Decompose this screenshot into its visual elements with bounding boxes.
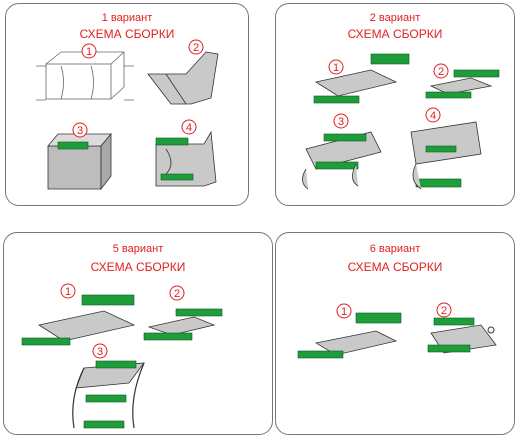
v5-step1 xyxy=(21,294,136,346)
v5-step-2-label: 2 xyxy=(174,288,180,300)
v2-step-1-label: 1 xyxy=(333,62,339,74)
v1-step2-bracket xyxy=(147,51,219,105)
v2-step4 xyxy=(410,121,482,190)
v6-step-2-label: 2 xyxy=(441,305,447,317)
variant-5-panel: 5 вариант СХЕМА СБОРКИ 1 2 3 xyxy=(3,232,273,435)
variant-6-subtitle: СХЕМА СБОРКИ xyxy=(347,260,443,274)
v2-step3 xyxy=(302,131,382,190)
v1-step4-assembly xyxy=(155,130,217,187)
variant-2-title: 2 вариант xyxy=(369,12,421,24)
v5-step-markers: 1 2 3 xyxy=(60,283,185,359)
variant-1-subtitle: СХЕМА СБОРКИ xyxy=(79,27,175,41)
v6-step1 xyxy=(297,312,402,359)
variant-2-panel: 2 вариант СХЕМА СБОРКИ 1 2 xyxy=(275,3,515,206)
v2-step1 xyxy=(313,53,410,104)
v2-step-4-label: 4 xyxy=(430,110,436,122)
variant-6-title: 6 вариант xyxy=(369,243,421,255)
v5-step-1-label: 1 xyxy=(65,286,71,298)
v6-step2 xyxy=(427,317,497,354)
variant-1-panel: 1 вариант СХЕМА СБОРКИ xyxy=(5,3,249,206)
v5-step3 xyxy=(72,360,145,429)
v1-step3-box xyxy=(47,132,112,191)
v2-step2 xyxy=(425,69,500,99)
v6-step-markers: 1 2 xyxy=(336,302,452,319)
v1-step-1-label: 1 xyxy=(86,46,92,58)
v2-step-2-label: 2 xyxy=(438,66,444,78)
v1-step-markers: 1 2 3 4 xyxy=(72,39,204,138)
variant-6-panel: 6 вариант СХЕМА СБОРКИ 1 2 xyxy=(275,232,515,435)
variant-2-subtitle: СХЕМА СБОРКИ xyxy=(347,27,443,41)
variant-2-diagram: 1 2 3 4 xyxy=(302,53,500,190)
v2-step-3-label: 3 xyxy=(338,116,344,128)
v2-step-markers: 1 2 3 4 xyxy=(328,59,449,129)
v1-step-3-label: 3 xyxy=(77,125,83,137)
variant-5-title: 5 вариант xyxy=(112,243,164,255)
v6-step-1-label: 1 xyxy=(341,306,347,318)
variant-5-diagram: 1 2 3 xyxy=(21,283,223,429)
variant-5-subtitle: СХЕМА СБОРКИ xyxy=(90,260,186,274)
v1-step-2-label: 2 xyxy=(193,42,199,54)
variant-1-title: 1 вариант xyxy=(101,12,153,24)
v5-step-3-label: 3 xyxy=(97,346,103,358)
v1-step-4-label: 4 xyxy=(186,122,192,134)
variant-6-diagram: 1 2 xyxy=(297,302,497,359)
v5-step2 xyxy=(143,308,223,341)
v1-step1-frame xyxy=(45,51,125,100)
variant-1-diagram: 1 2 3 4 xyxy=(36,39,219,191)
